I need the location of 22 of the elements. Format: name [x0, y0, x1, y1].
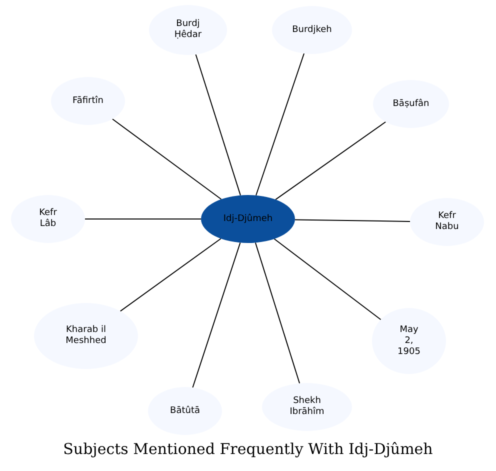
node-label: Burdjkeh	[292, 24, 332, 36]
node-label: Bātûtā	[170, 406, 200, 416]
connector-line	[112, 118, 222, 200]
node-label: Bāṣufân	[392, 98, 430, 110]
node-label: Kharab il Meshhed	[66, 325, 106, 347]
connector-line	[254, 242, 300, 384]
connector-line	[294, 219, 410, 222]
connector-line	[256, 53, 305, 196]
node-label: Fāfirtîn	[72, 96, 104, 106]
connector-line	[192, 242, 241, 388]
node-label: Idj-Djûmeh	[223, 214, 273, 224]
connector-line	[120, 238, 222, 312]
node-label: May 2, 1905	[398, 324, 420, 358]
diagram-title: Subjects Mentioned Frequently With Idj-Djûmeh	[62, 439, 434, 460]
connector-line	[84, 218, 202, 220]
node-label: Kefr Lâb	[39, 208, 57, 230]
connector-line	[274, 238, 382, 320]
node-label: Kefr Nabu	[435, 211, 459, 233]
connector-line	[275, 121, 386, 200]
node-label: Burdj Ḥêdar	[174, 19, 202, 41]
connector-line	[195, 54, 241, 196]
node-label: Shekh Ibrāhîm	[290, 396, 324, 418]
